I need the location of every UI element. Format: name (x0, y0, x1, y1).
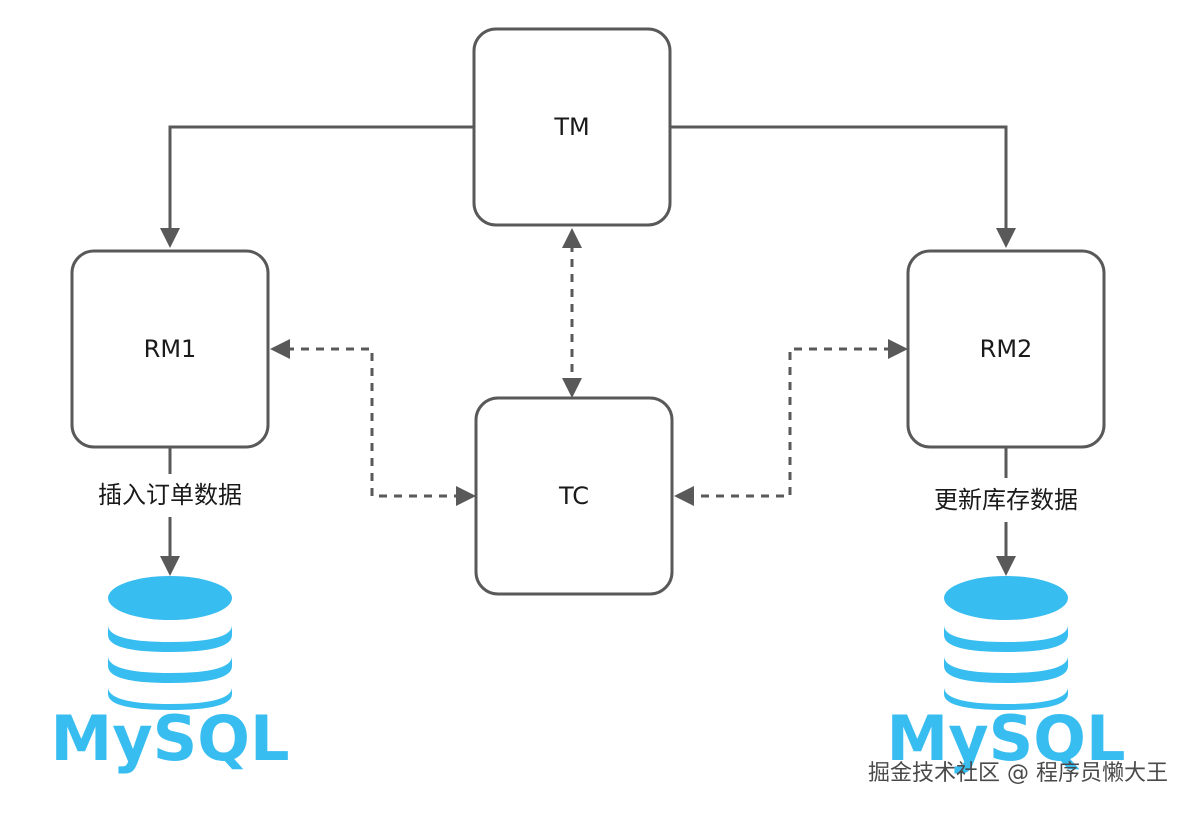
op-label-update-stock: 更新库存数据 (934, 486, 1078, 514)
arrowhead-tm-rm2 (996, 228, 1016, 248)
node-rm2-label: RM2 (980, 335, 1033, 363)
node-tm: TM (472, 27, 672, 227)
node-rm1-label: RM1 (144, 335, 197, 363)
arrowhead-rm2-db (996, 556, 1016, 576)
edge-rm1-tc (286, 347, 460, 498)
arrowhead-tc-rm1 (270, 339, 290, 359)
arrowhead-tc-rm2 (888, 339, 908, 359)
arrowhead-rm1-tc (456, 486, 476, 506)
node-tc: TC (474, 396, 674, 596)
mysql-label-right: MySQL (887, 702, 1126, 775)
op-label-insert-order: 插入订单数据 (98, 481, 242, 509)
arrowhead-rm1-db (160, 556, 180, 576)
arrowhead-tm-rm1 (160, 228, 180, 248)
arrowhead-tc-tm (562, 228, 582, 248)
arrowhead-tm-tc (562, 378, 582, 398)
watermark: 掘金技术社区 @ 程序员懒大王 (868, 761, 1168, 786)
node-tm-label: TM (553, 113, 589, 141)
node-tc-label: TC (558, 482, 589, 510)
database-icon-left (108, 576, 232, 710)
node-rm1: RM1 (70, 249, 270, 449)
edge-tm-rm2 (670, 125, 1008, 234)
edge-rm2-tc (690, 347, 892, 498)
database-icon-right (944, 576, 1068, 710)
mysql-label-left: MySQL (51, 702, 290, 775)
arrowhead-rm2-tc (674, 486, 694, 506)
node-rm2: RM2 (906, 249, 1106, 449)
edge-tm-rm1 (168, 125, 474, 234)
